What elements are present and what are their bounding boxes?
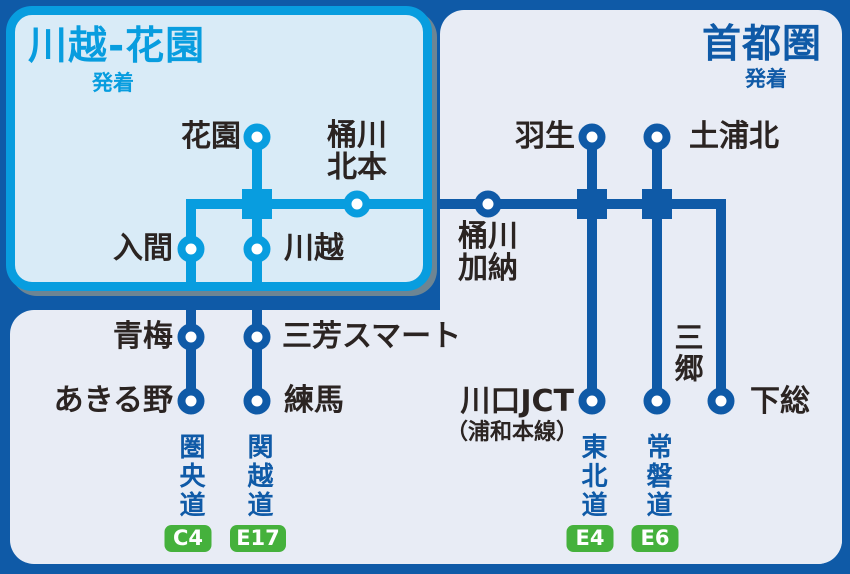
tohoku-line	[587, 137, 597, 401]
node-hanyu	[578, 123, 606, 151]
label-shimofusa: 下総	[750, 384, 810, 419]
label-iruma: 入間	[113, 231, 173, 266]
kenodo-east-line	[716, 199, 726, 401]
panel-metro-bottom	[10, 310, 842, 564]
label-okegawa-kitamoto: 桶川 北本	[327, 118, 387, 185]
label-ome: 青梅	[113, 319, 173, 354]
road-badge-e6: E6	[631, 525, 679, 552]
road-badge-e17: E17	[230, 525, 286, 552]
label-miyoshi-smart: 三芳スマート	[282, 319, 462, 354]
label-kawaguchi-jct: 川口JCT	[460, 384, 574, 419]
node-misato	[643, 387, 671, 415]
zone-title-kawagoe-hanazono: 川越-花園	[28, 24, 206, 69]
zone-subtitle-shutoken: 発着	[745, 67, 787, 91]
label-hanyu: 羽生	[515, 119, 575, 154]
node-kawaguchi-jct	[578, 387, 606, 415]
label-hanazono: 花園	[181, 119, 241, 154]
node-okegawa-kitamoto	[343, 190, 371, 218]
node-ome	[177, 323, 205, 351]
road-name-tohokudo: 東北道	[577, 433, 607, 520]
node-tsuchiura-kita	[643, 123, 671, 151]
label-kawagoe: 川越	[284, 231, 344, 266]
kenodo-main-line-bright	[186, 199, 432, 209]
node-miyoshi-smart	[243, 323, 271, 351]
road-name-kenodo: 圏央道	[175, 433, 205, 520]
kenodo-main-line-dark	[420, 199, 726, 209]
label-tsuchiura-kita: 土浦北	[689, 119, 779, 154]
node-shimofusa	[707, 387, 735, 415]
zone-subtitle-kawagoe-hanazono: 発着	[92, 71, 134, 95]
label-nerima: 練馬	[284, 383, 344, 418]
junction-square-joban	[642, 189, 672, 219]
label-akiruno: あきる野	[53, 383, 173, 418]
road-name-jobando: 常磐道	[642, 433, 672, 520]
label-kawaguchi-jct-sub: （浦和本線）	[445, 420, 578, 445]
node-nerima	[243, 387, 271, 415]
zone-box-kawagoe-hanazono	[6, 6, 432, 291]
zone-title-shutoken: 首都圏	[701, 22, 822, 67]
label-okegawa-kano: 桶川 加納	[458, 219, 518, 286]
node-akiruno	[177, 387, 205, 415]
road-badge-e4: E4	[566, 525, 614, 552]
label-misato: 三郷	[670, 322, 704, 384]
node-hanazono	[243, 123, 271, 151]
node-kawagoe	[243, 235, 271, 263]
joban-line	[652, 137, 662, 401]
road-name-kanetsudo: 関越道	[243, 433, 273, 520]
junction-square-tohoku	[577, 189, 607, 219]
road-badge-c4: C4	[164, 525, 212, 552]
node-iruma	[177, 235, 205, 263]
node-okegawa-kano	[474, 190, 502, 218]
junction-square-kanetsu	[242, 189, 272, 219]
